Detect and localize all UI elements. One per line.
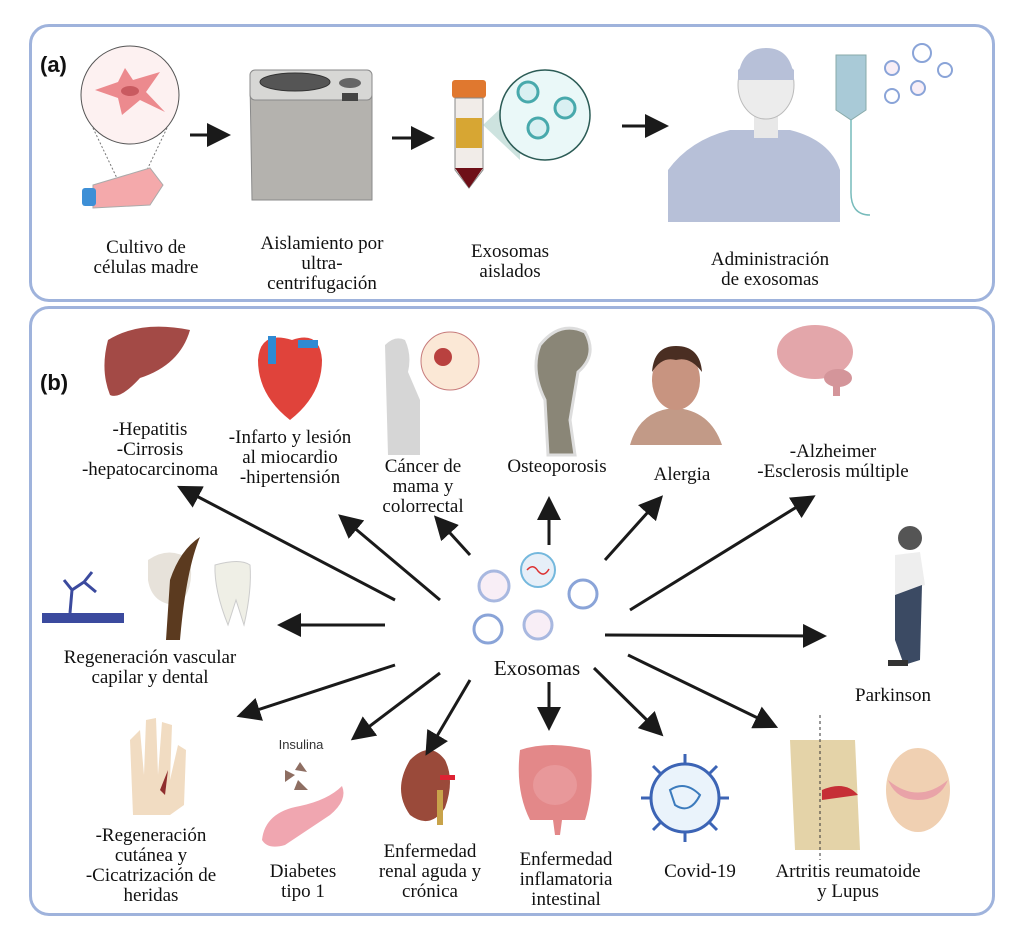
arrow-to-cancer — [433, 515, 472, 557]
arrow-to-diabetes — [350, 671, 441, 741]
coronavirus-icon — [641, 754, 729, 842]
falcon-tube-exosomes-icon — [452, 69, 591, 189]
arrow-to-parkinson — [604, 623, 827, 648]
parkinson-person-icon — [888, 526, 925, 666]
insulin-note: Insulina — [278, 737, 324, 752]
target-label-bone: Osteoporosis — [507, 456, 607, 477]
arrow-to-brain — [629, 495, 816, 612]
pancreas-icon — [262, 762, 344, 847]
target-label-parkinson: Parkinson — [855, 685, 931, 706]
femur-bone-icon — [534, 326, 592, 457]
arrow-to-covid — [592, 666, 664, 737]
target-label-liver: -Hepatitis-Cirrosis-hepatocarcinoma — [81, 419, 219, 480]
heart-icon — [258, 336, 322, 420]
breast-cancer-icon — [385, 331, 480, 455]
kidney-icon — [401, 750, 455, 825]
arrow-to-liver — [177, 485, 396, 602]
allergy-face-icon — [630, 346, 722, 445]
stem-cell-culture-flask-icon — [80, 45, 180, 209]
panel-a-label: (a) — [40, 52, 67, 77]
vessel-hair-tooth-icon — [42, 537, 251, 640]
arrow-to-kidney — [425, 679, 472, 756]
patient-iv-drip-icon — [668, 43, 953, 222]
center-label-exosomas: Exosomas — [493, 656, 581, 680]
arrow-to-skin — [236, 663, 396, 721]
arrow-to-allergy — [603, 495, 664, 562]
target-label-allergy: Alergia — [653, 464, 711, 485]
target-label-brain: -Alzheimer-Esclerosis múltiple — [757, 441, 909, 482]
liver-icon — [104, 326, 190, 396]
arrow-to-arthritis — [627, 653, 779, 729]
panel-b-label: (b) — [40, 370, 69, 395]
joint-lupus-face-icon — [790, 715, 950, 860]
target-label-covid: Covid-19 — [664, 861, 736, 882]
exosome-cluster-icon — [472, 552, 599, 645]
wounded-hand-icon — [130, 718, 186, 815]
ultracentrifuge-icon — [249, 69, 373, 201]
intestine-icon — [518, 745, 592, 835]
panel-b-arrows — [177, 485, 827, 756]
brain-icon — [777, 325, 853, 396]
arrow-to-heart — [338, 514, 441, 602]
